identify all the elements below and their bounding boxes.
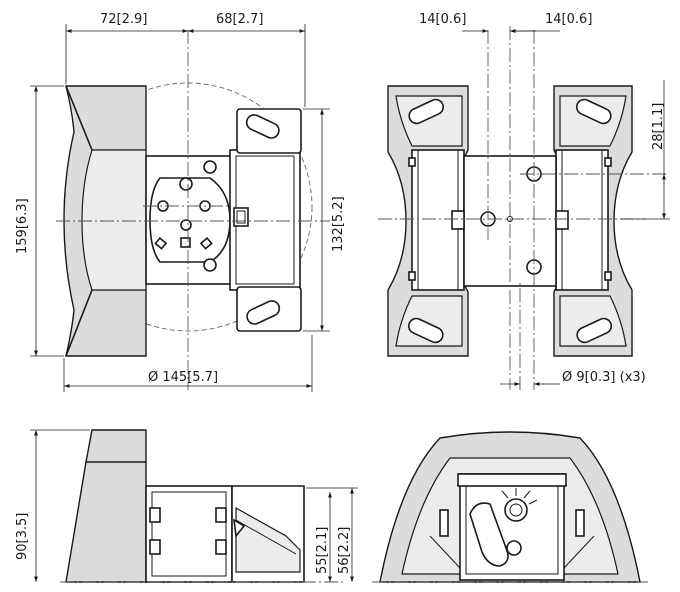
pivot-knob bbox=[504, 498, 528, 522]
dim-height-b: 56[2.2] bbox=[337, 527, 352, 574]
view-bottom-left: 90[3.5] 55[2.1] 56[2.2] bbox=[15, 429, 358, 583]
side-wall-block bbox=[65, 429, 147, 583]
wall-block-inner bbox=[81, 149, 147, 291]
dim-offset-left: 14[0.6] bbox=[419, 12, 466, 27]
pivot-arm bbox=[469, 502, 509, 567]
dim-width-left: 72[2.9] bbox=[100, 12, 147, 27]
dim-hole-offset: 28[1.1] bbox=[651, 103, 666, 150]
rotor-disc bbox=[149, 177, 231, 263]
dim-diameter: Ø 145[5.7] bbox=[148, 370, 218, 385]
side-bracket bbox=[145, 485, 233, 583]
dim-offset-right: 14[0.6] bbox=[545, 12, 592, 27]
dim-height-side: 90[3.5] bbox=[15, 513, 30, 560]
dim-width-right: 68[2.7] bbox=[216, 12, 263, 27]
dim-height-plate: 132[5.2] bbox=[331, 196, 346, 252]
dim-height-total: 159[6.3] bbox=[15, 198, 30, 254]
view-top-right: 14[0.6] 14[0.6] 28[1.1] Ø 9[0.3] (x3) bbox=[378, 12, 670, 390]
view-top-left: 72[2.9] 68[2.7] 159[6.3] 132[5.2] Ø 145[… bbox=[15, 12, 346, 392]
dim-height-a: 55[2.1] bbox=[315, 527, 330, 574]
dim-hole-diameter: Ø 9[0.3] (x3) bbox=[562, 370, 646, 385]
view-bottom-right bbox=[372, 431, 648, 583]
